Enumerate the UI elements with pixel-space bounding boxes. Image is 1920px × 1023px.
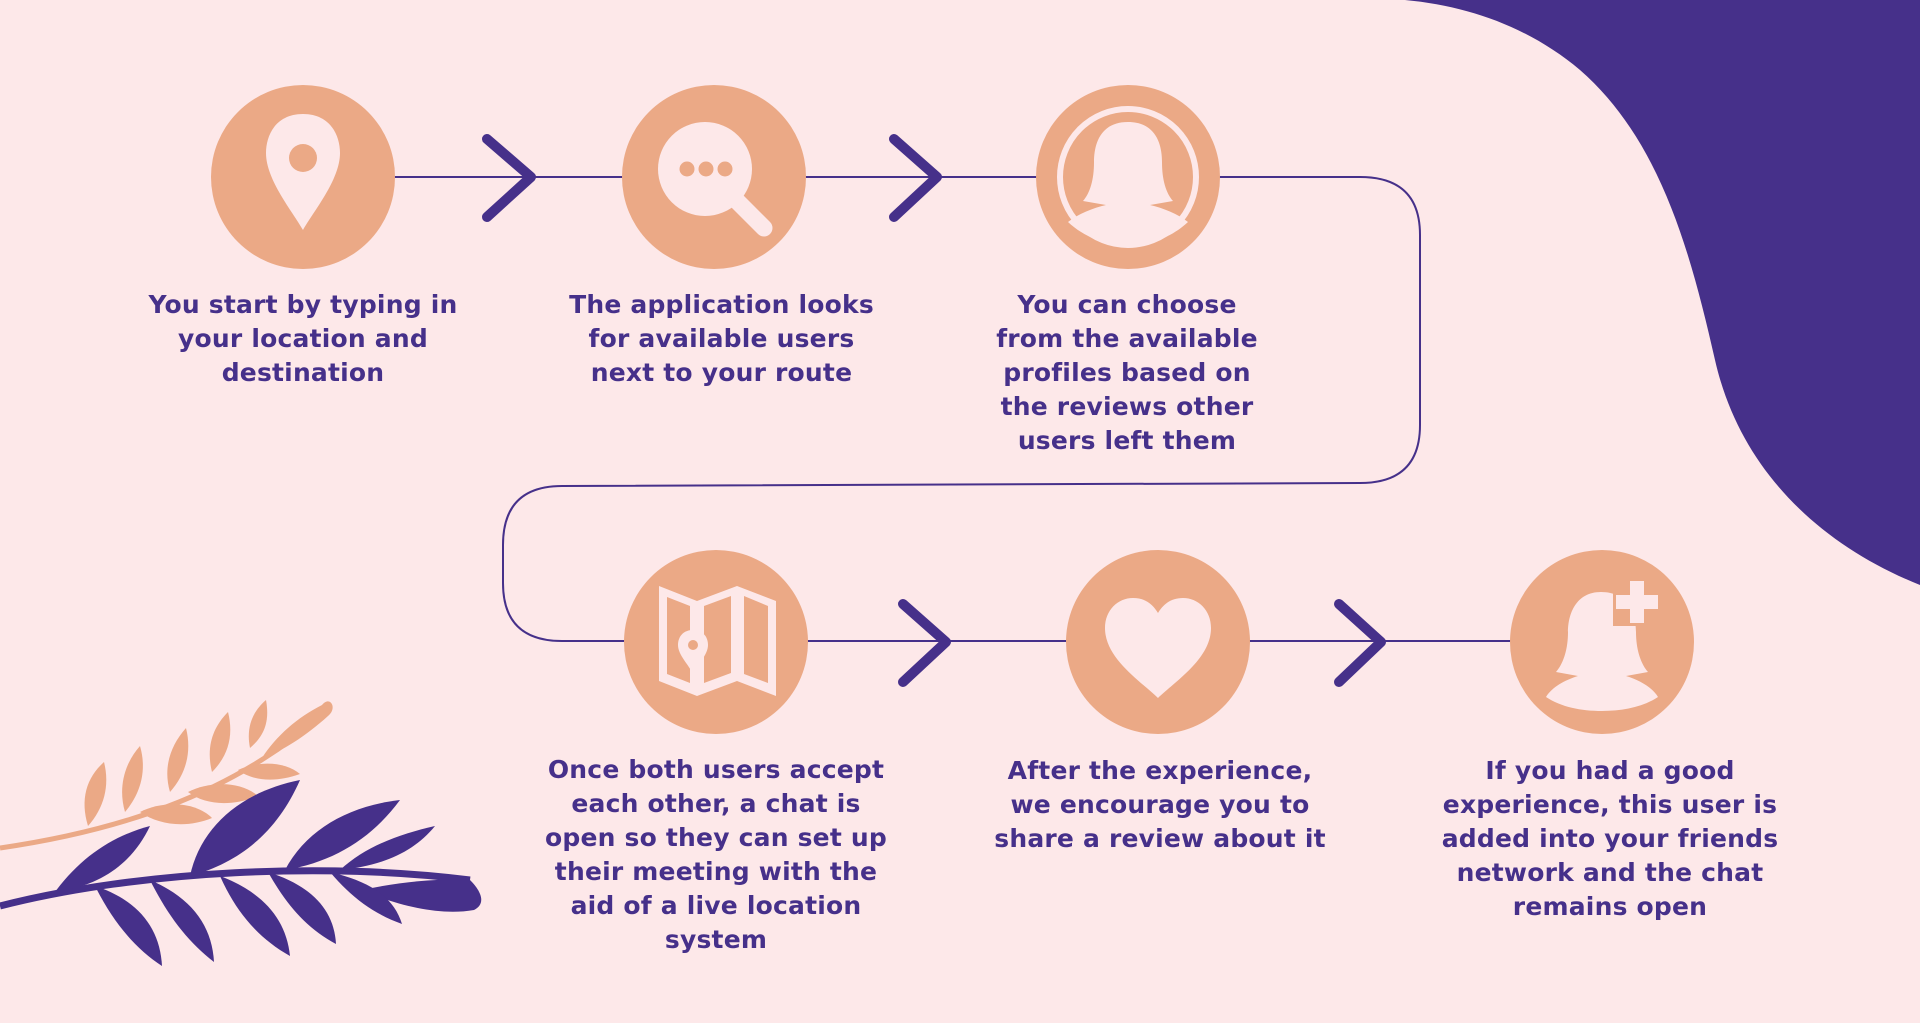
step-4-description: Once both users accept each other, a cha…: [545, 755, 887, 954]
search-magnifier-icon: [658, 122, 773, 237]
decorative-blob: [1405, 0, 1920, 585]
location-pin-icon: [266, 114, 340, 230]
flow-arrow-4: [1334, 599, 1386, 687]
step-1-description: You start by typing in your location and…: [148, 290, 458, 387]
flow-arrow-2: [889, 134, 942, 222]
profile-avatar-icon: [1057, 106, 1199, 248]
flow-connector-line: [355, 176, 1560, 642]
step-2-icon-circle: [622, 85, 806, 269]
step-5-description: After the experience, we encourage you t…: [994, 756, 1326, 853]
map-icon: [659, 586, 776, 696]
heart-icon: [1105, 598, 1211, 698]
step-6-icon-circle: [1510, 550, 1694, 734]
step-6-description: If you had a good experience, this user …: [1441, 756, 1779, 921]
flow-arrow-3: [898, 599, 951, 687]
step-3-description: You can choose from the available profil…: [996, 290, 1258, 455]
step-1-icon-circle: [211, 85, 395, 269]
flow-arrow-1: [482, 134, 536, 222]
add-friend-icon: [1546, 578, 1661, 711]
step-3-icon-circle: [1036, 85, 1220, 269]
step-5-icon-circle: [1066, 550, 1250, 734]
step-4-icon-circle: [624, 550, 808, 734]
decorative-branch-peach: [0, 700, 333, 851]
step-2-description: The application looks for available user…: [569, 290, 874, 387]
decorative-branch-purple: [0, 780, 482, 966]
